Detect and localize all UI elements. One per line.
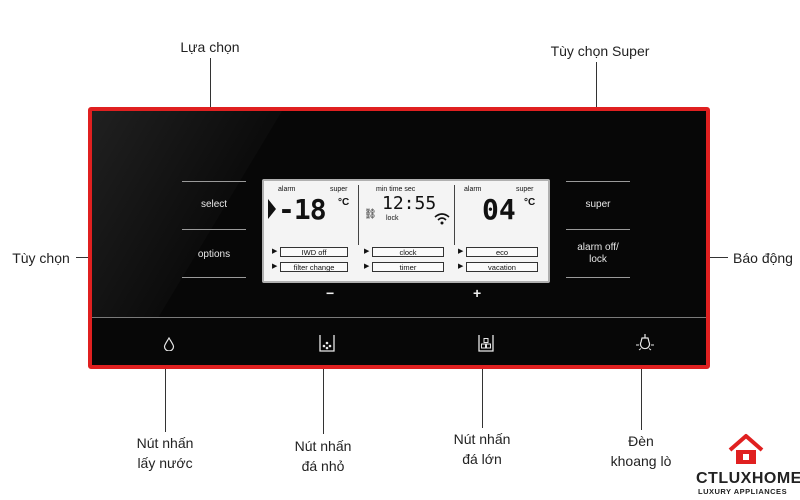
freezer-alarm-indicator: alarm [278,186,296,193]
small-ice-callout-line2: đá nhỏ [301,458,345,474]
options-button[interactable]: options [197,249,231,260]
super-bottom-line [566,229,630,230]
freezer-super-indicator: super [330,186,348,193]
option-arrow: ▶ [458,263,464,270]
water-callout-line [165,352,166,432]
water-callout-line1: Nút nhấn [136,435,194,451]
large-ice-callout: Nút nhấn đá lớn [432,429,532,469]
large-ice-callout-line2: đá lớn [462,451,502,467]
fridge-alarm-indicator: alarm [464,186,482,193]
option-vacation: vacation [466,262,538,272]
lcd-separator-left [358,185,359,245]
lock-label: lock [589,254,607,265]
select-top-line [182,181,246,182]
lcd-display: alarm super -18 °C min time sec 12:55 ⛓ … [262,179,550,283]
house-logo-icon [728,434,764,464]
fridge-super-indicator: super [516,186,534,193]
select-button[interactable]: select [200,199,228,210]
light-callout-line [641,352,642,430]
option-arrow: ▶ [272,248,278,255]
option-arrow: ▶ [458,248,464,255]
option-timer: timer [372,262,444,272]
fridge-temperature: 04 [482,193,516,226]
option-eco: eco [466,247,538,257]
option-arrow: ▶ [364,263,370,270]
brand-tagline: LUXURY APPLIANCES [698,487,788,496]
small-ice-callout-line [323,352,324,434]
lcd-separator-right [454,185,455,245]
small-ice-icon[interactable] [318,333,336,353]
child-lock-icon: ⛓ [364,209,377,220]
super-top-line [566,181,630,182]
alarm-off-lock-button[interactable]: alarm off/ lock [566,242,630,266]
options-bottom-line [182,277,246,278]
wifi-icon [434,213,450,225]
option-filter-change: filter change [280,262,348,272]
panel-divider [92,317,706,318]
water-drop-icon[interactable] [163,337,175,351]
small-ice-callout: Nút nhấn đá nhỏ [273,436,373,476]
light-callout-line2: khoang lò [610,453,672,469]
option-iwd-off: IWD off [280,247,348,257]
water-callout: Nút nhấn lấy nước [115,433,215,473]
light-bulb-icon[interactable] [635,333,655,353]
select-bottom-line [182,229,246,230]
option-arrow: ▶ [272,263,278,270]
large-ice-callout-line1: Nút nhấn [453,431,511,447]
super-callout: Tùy chọn Super [550,43,650,59]
lock-indicator: lock [386,215,399,222]
brand-name: CTLUXHOME [696,470,800,487]
large-ice-icon[interactable] [477,333,495,353]
fridge-unit: °C [524,197,536,208]
time-header: min time sec [376,186,416,193]
select-callout: Lựa chọn [180,39,240,55]
option-clock: clock [372,247,444,257]
alarm-bottom-line [566,277,630,278]
alarm-callout: Báo động [733,250,793,266]
panel-glass-reflection [92,111,282,317]
zone-pointer-icon [268,199,276,219]
options-callout: Tùy chọn [12,250,70,266]
freezer-temperature: -18 [278,193,327,226]
minus-button[interactable]: − [326,285,335,301]
small-ice-callout-line1: Nút nhấn [294,438,352,454]
plus-button[interactable]: + [473,285,482,301]
alarm-off-label: alarm off/ [577,242,619,253]
light-callout-line1: Đèn [628,433,654,449]
control-panel: select options super alarm off/ lock ala… [88,107,710,369]
freezer-unit: °C [338,197,350,208]
light-callout: Đèn khoang lò [591,431,691,471]
large-ice-callout-line [482,352,483,428]
water-callout-line2: lấy nước [137,455,193,471]
super-button[interactable]: super [585,199,611,210]
timer-display: 12:55 [382,193,437,214]
option-arrow: ▶ [364,248,370,255]
